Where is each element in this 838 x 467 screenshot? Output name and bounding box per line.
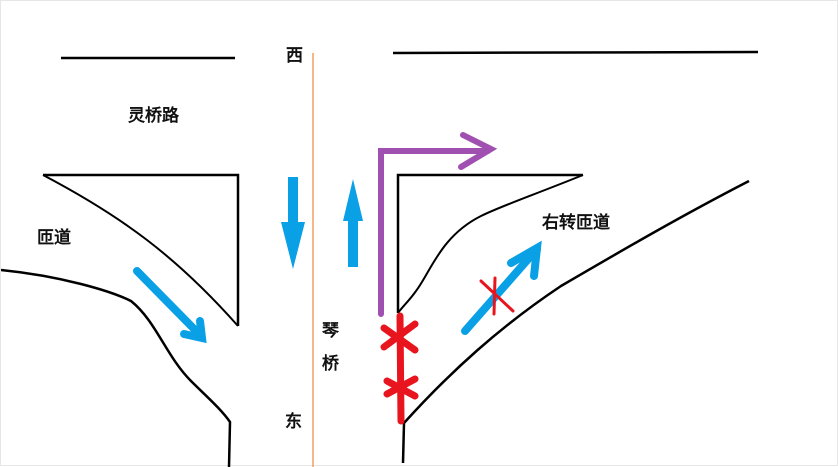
bridge-label-char-2: 桥 <box>322 354 339 374</box>
direction-label-west: 西 <box>286 46 303 66</box>
direction-label-east: 东 <box>285 412 302 432</box>
forbidden-mark-ramp-icon <box>479 276 515 316</box>
road-name-label: 灵桥路 <box>128 106 179 126</box>
left-ramp-label: 匝道 <box>37 228 71 248</box>
forbidden-mark-lane-icon <box>380 312 419 425</box>
right-turn-ramp-arrow-icon <box>461 240 542 335</box>
right-turn-ramp-label: 右转匝道 <box>542 213 610 233</box>
right-ramp-outer-edge <box>401 179 750 464</box>
left-island-curve <box>42 174 239 327</box>
northbound-arrow-icon <box>343 179 363 267</box>
left-island-edge <box>43 173 240 326</box>
southbound-arrow-icon <box>281 177 305 269</box>
right-island-edge <box>396 173 583 313</box>
right-island-curve <box>397 174 584 314</box>
right-turn-path-arrow-icon <box>378 132 498 317</box>
left-ramp-arrow-icon <box>133 267 207 344</box>
bridge-label-char-1: 琴 <box>322 321 339 341</box>
left-ramp-outer-edge <box>1 268 232 467</box>
road-edge-top-right <box>392 50 759 55</box>
